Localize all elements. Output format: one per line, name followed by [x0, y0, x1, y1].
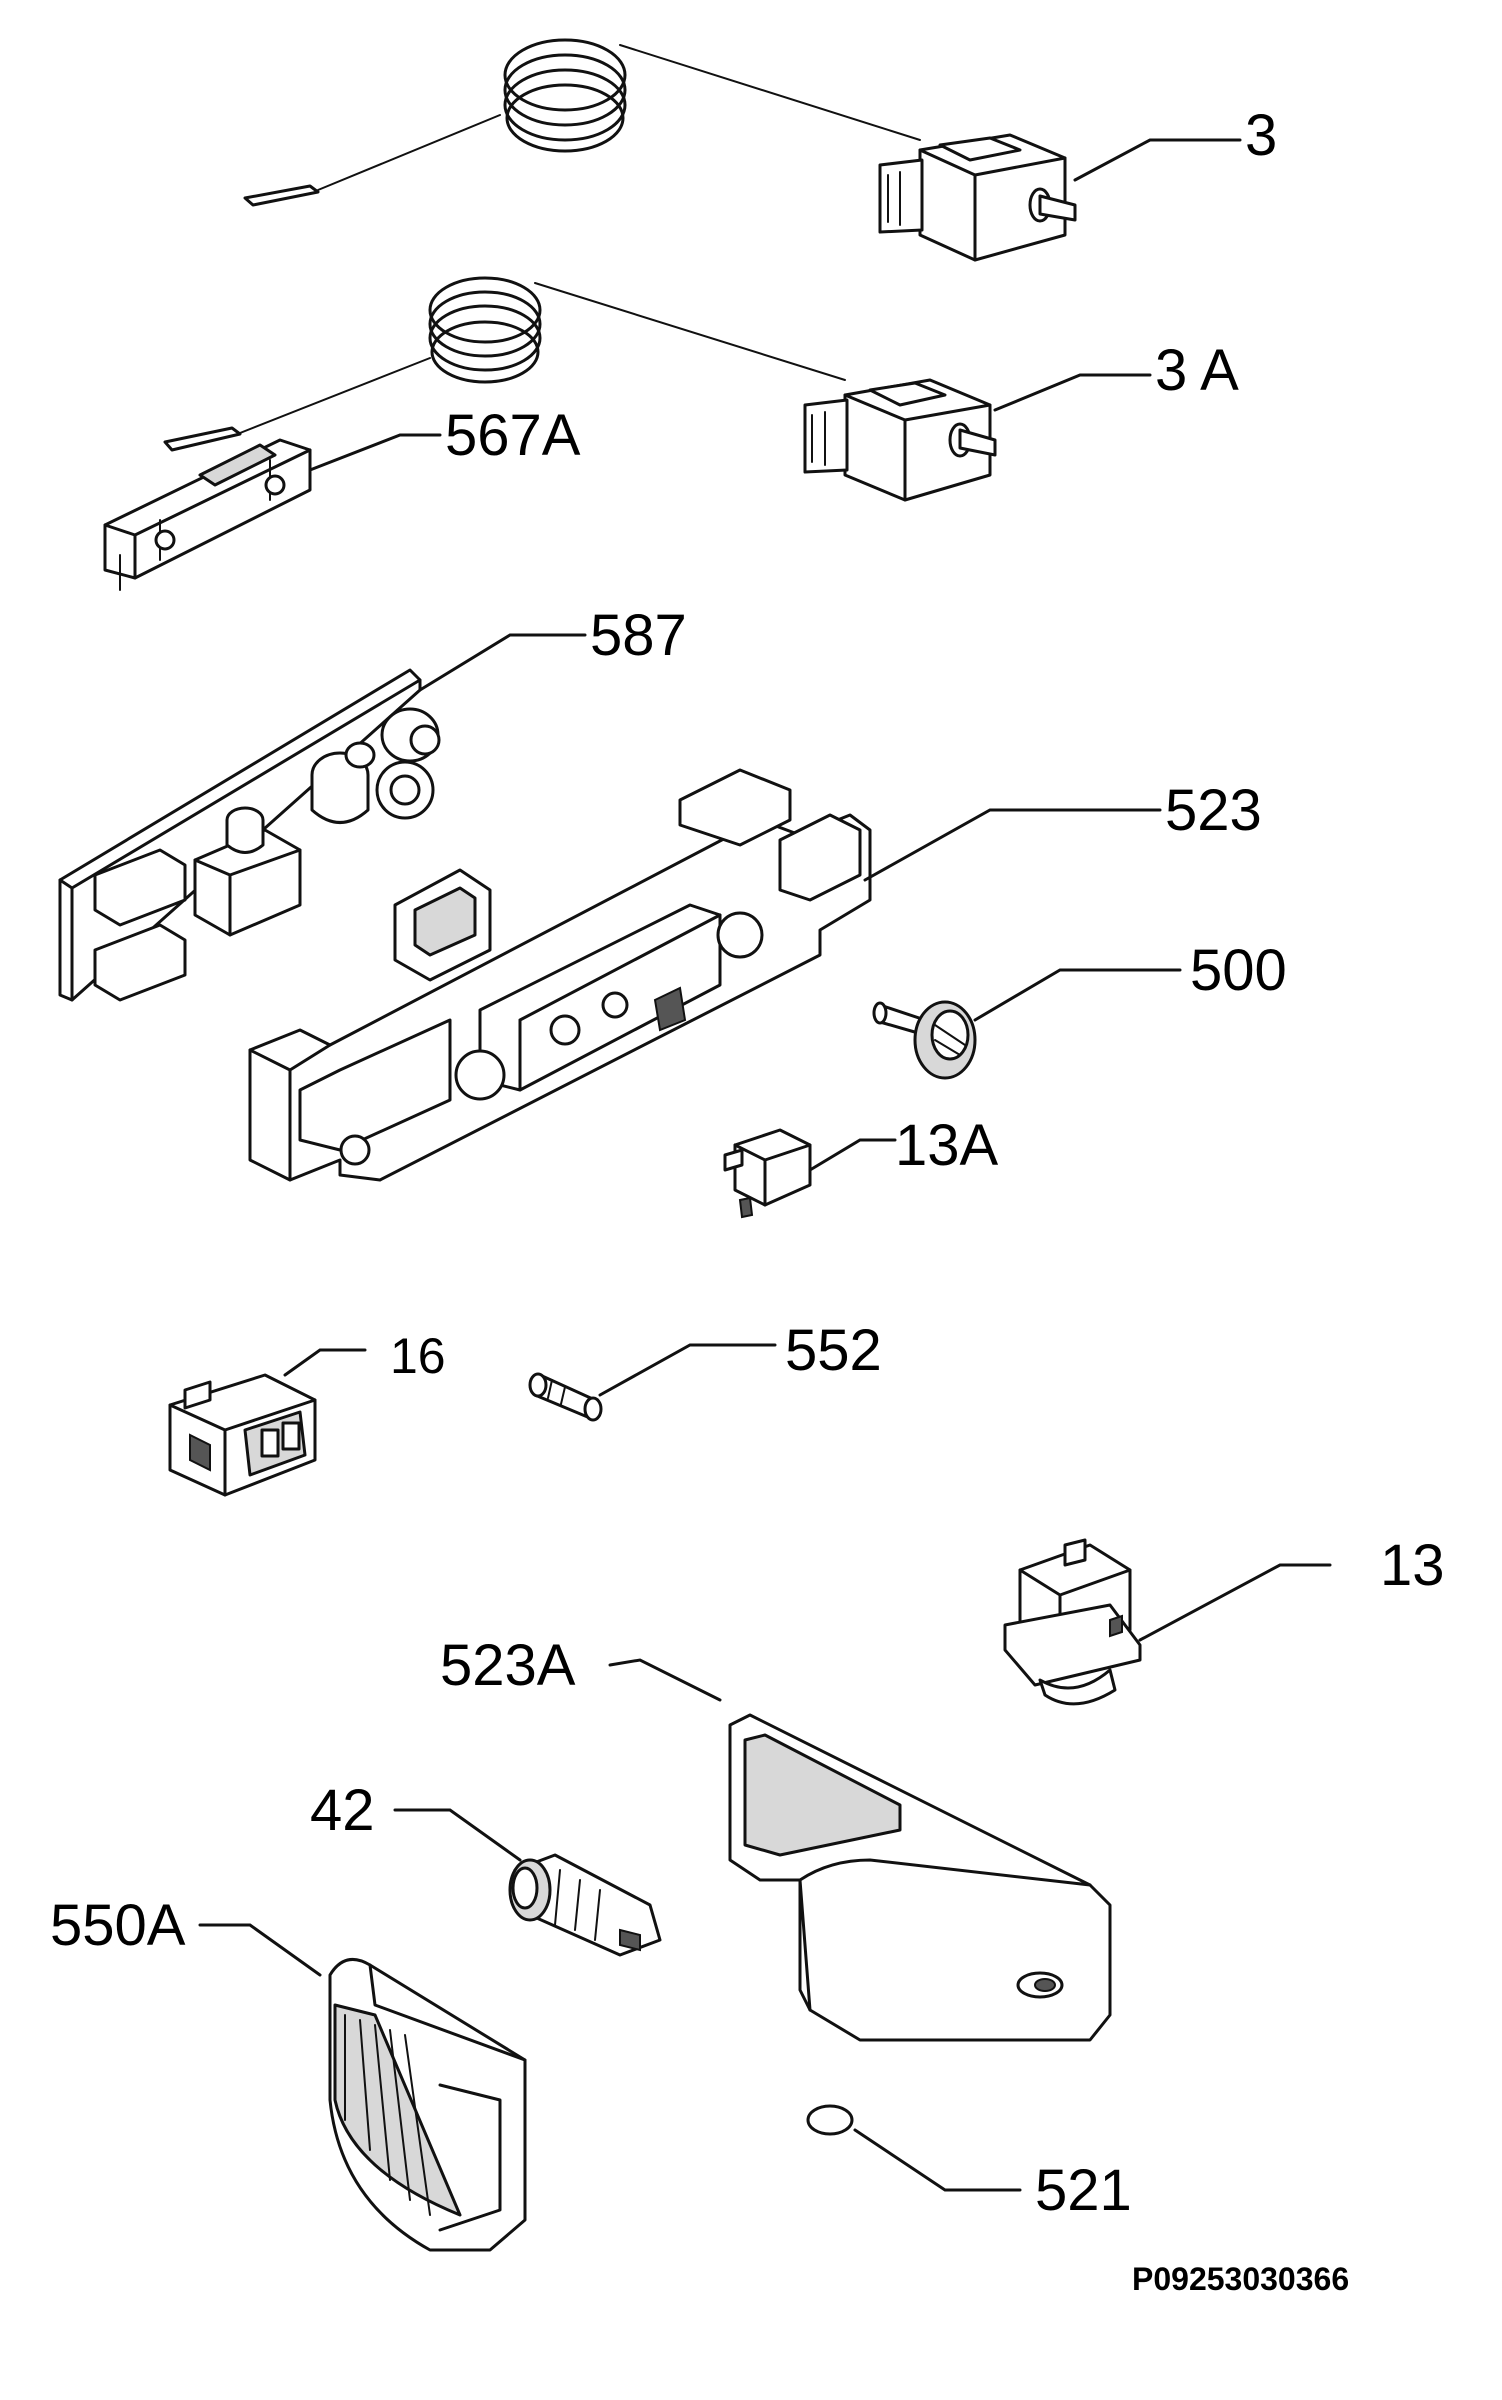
- part-13a-switch: [723, 1128, 812, 1219]
- leader-42: [393, 1808, 522, 1862]
- label-3: 3: [1245, 103, 1277, 168]
- label-16: 16: [390, 1328, 446, 1384]
- part-3a-thermostat: [163, 276, 997, 502]
- label-567a: 567A: [445, 403, 581, 468]
- label-13a: 13A: [895, 1113, 999, 1178]
- label-3a: 3 A: [1155, 338, 1239, 403]
- leader-523: [863, 808, 1162, 882]
- leader-523a: [608, 1658, 722, 1702]
- leader-567a: [308, 433, 442, 472]
- part-16-rocker-switch: [168, 1373, 317, 1497]
- part-523a-cover: [728, 1713, 1112, 2042]
- part-550a-light-cover: [328, 1957, 527, 2252]
- part-552-lamp: [528, 1372, 603, 1422]
- leader-587: [418, 633, 587, 692]
- leader-13: [1138, 1563, 1332, 1642]
- part-567a-bracket: [103, 438, 312, 591]
- label-587: 587: [590, 603, 687, 668]
- drawing-code: P09253030366: [1132, 2261, 1349, 2297]
- part-523-housing: [248, 768, 872, 1182]
- leader-500: [973, 968, 1182, 1022]
- part-13-door-switch: [1003, 1538, 1142, 1706]
- part-42-lamp-holder: [508, 1853, 662, 1957]
- label-521: 521: [1035, 2158, 1132, 2223]
- label-42: 42: [310, 1778, 375, 1843]
- label-552: 552: [785, 1318, 882, 1383]
- part-3-thermostat: [243, 38, 1077, 262]
- label-500: 500: [1190, 938, 1287, 1003]
- part-500-knob: [872, 1000, 977, 1080]
- leader-13a: [808, 1138, 897, 1172]
- part-587-electronic-board: [58, 668, 441, 1002]
- leader-552: [598, 1343, 777, 1397]
- leader-550a: [198, 1923, 322, 1977]
- label-13: 13: [1380, 1533, 1445, 1598]
- label-523: 523: [1165, 778, 1262, 843]
- leader-16: [283, 1348, 367, 1377]
- label-523a: 523A: [440, 1633, 576, 1698]
- leader-3: [1073, 138, 1242, 182]
- leader-521: [853, 2128, 1022, 2192]
- label-550a: 550A: [50, 1893, 186, 1958]
- leader-3a: [993, 373, 1152, 412]
- part-521-ring: [806, 2104, 854, 2136]
